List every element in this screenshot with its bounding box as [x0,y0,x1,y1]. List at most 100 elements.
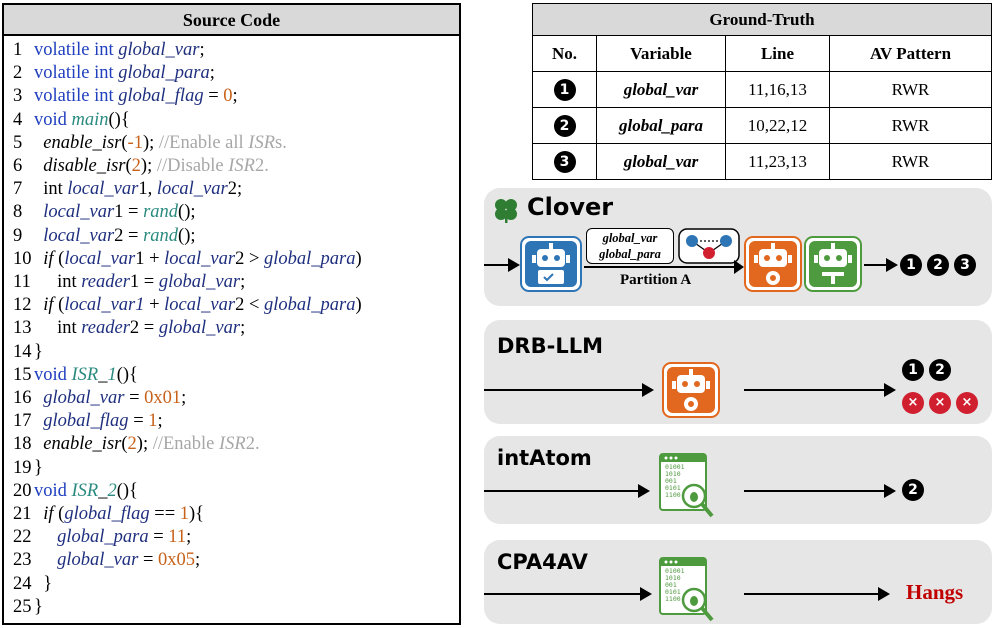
code-token: (); [178,225,196,246]
code-token: = [138,550,159,571]
clover-output-arrow [864,258,898,272]
code-token: (){ [108,109,130,130]
cell-pattern: RWR [829,143,992,180]
number-badge: 2 [553,114,576,137]
scanner-bug-icon: 01001 1010 001 0101 1100 [658,452,716,520]
code-token: + [144,295,165,316]
code-line: 11 int reader1 = global_var; [13,271,245,293]
code-token: ( [125,156,132,176]
code-token: global_para [57,527,149,548]
line-number: 10 [13,248,32,269]
code-line: 5 enable_isr(-1); //Enable all ISRs. [13,132,287,154]
col-header-variable: Variable [596,35,726,72]
code-token: global_para [264,248,356,269]
col-header-line: Line [725,35,830,72]
drb-llm-output-arrow [744,383,896,397]
line-number: 9 [13,225,23,246]
code-token [34,411,43,431]
code-token: 2; [227,179,243,200]
drb-llm-title: DRB-LLM [497,334,603,358]
code-token: global_var [118,40,200,60]
shared-vars-box: global_var global_para [586,228,674,264]
miss-x-icon: × [929,392,951,414]
number-badge: 2 [927,254,949,276]
bit-text: 0101 [665,588,681,596]
code-line: 8 local_var1 = rand(); [13,201,196,223]
line-number: 6 [13,156,23,176]
code-token: global_flag [43,411,129,432]
code-token: reader [81,318,130,339]
code-line: 23 global_var = 0x05; [13,549,200,571]
line-number: 5 [13,132,23,153]
code-line: 14} [13,341,43,363]
robot-green-icon [804,236,862,292]
code-line: 25} [13,596,43,618]
code-token: enable_isr [43,434,122,455]
bit-text: 1010 [665,470,681,478]
code-token: } [34,341,43,362]
code-token: global_para [118,63,210,84]
code-token: ); [142,132,159,153]
ground-truth-table: Ground-Truth No. Variable Line AV Patter… [532,3,992,180]
line-number: 19 [13,457,32,478]
cell-pattern: RWR [829,107,992,144]
code-token: ISR [228,156,255,176]
code-token: //Enable [152,434,219,455]
code-line: 19} [13,457,43,479]
line-number: 17 [13,411,32,432]
code-token [34,550,57,570]
col-header-no: No. [532,35,597,72]
code-token: local_var [164,248,236,269]
code-token: ( [53,248,65,269]
line-number: 24 [13,573,32,594]
code-token: void [34,109,72,130]
line-number: 13 [13,318,32,339]
bit-text: 01001 [665,567,685,575]
code-token: _ [98,364,108,385]
code-token [34,156,43,176]
code-token: s. [275,132,287,153]
code-token: } [34,596,43,617]
cell-variable: global_var [596,71,726,108]
code-token: = [128,411,149,432]
line-number: 1 [13,40,23,60]
code-token: local_var1 [64,295,145,316]
code-token: ( [121,434,128,455]
code-token [34,434,43,454]
code-line: 18 enable_isr(2); //Enable ISR2. [13,433,260,455]
code-token: if [43,504,54,524]
code-token: ( [53,504,65,524]
cell-variable: global_para [596,107,726,144]
code-token: ){ [189,504,205,524]
code-token [34,295,43,315]
code-token: if [43,295,54,316]
code-line: 13 int reader2 = global_var; [13,317,245,339]
code-token: ) [355,295,362,316]
cell-variable: global_var [596,143,726,180]
code-token: ); [136,434,153,455]
cell-pattern: RWR [829,71,992,108]
drb-llm-results: 1 2 [902,359,951,381]
code-token: } [34,573,53,594]
intatom-results: 2 [902,479,924,501]
bit-text: 001 [665,581,677,589]
number-badge: 3 [553,150,576,173]
code-line: 12 if (local_var1 + local_var2 < global_… [13,294,362,316]
line-number: 21 [13,504,32,524]
code-token: global_var [43,388,125,408]
code-token: 1, [138,179,157,200]
var-label: global_para [599,247,661,261]
drb-llm-input-arrow [484,383,654,397]
code-token: global_var [57,550,139,571]
code-token: ; [240,272,246,292]
cpa4av-input-arrow [484,587,652,601]
code-token: (); [178,202,196,223]
bit-text: 1100 [665,491,681,499]
miss-x-icon: × [956,392,978,414]
code-token: ISR [71,480,99,501]
code-token: ); [140,156,157,176]
